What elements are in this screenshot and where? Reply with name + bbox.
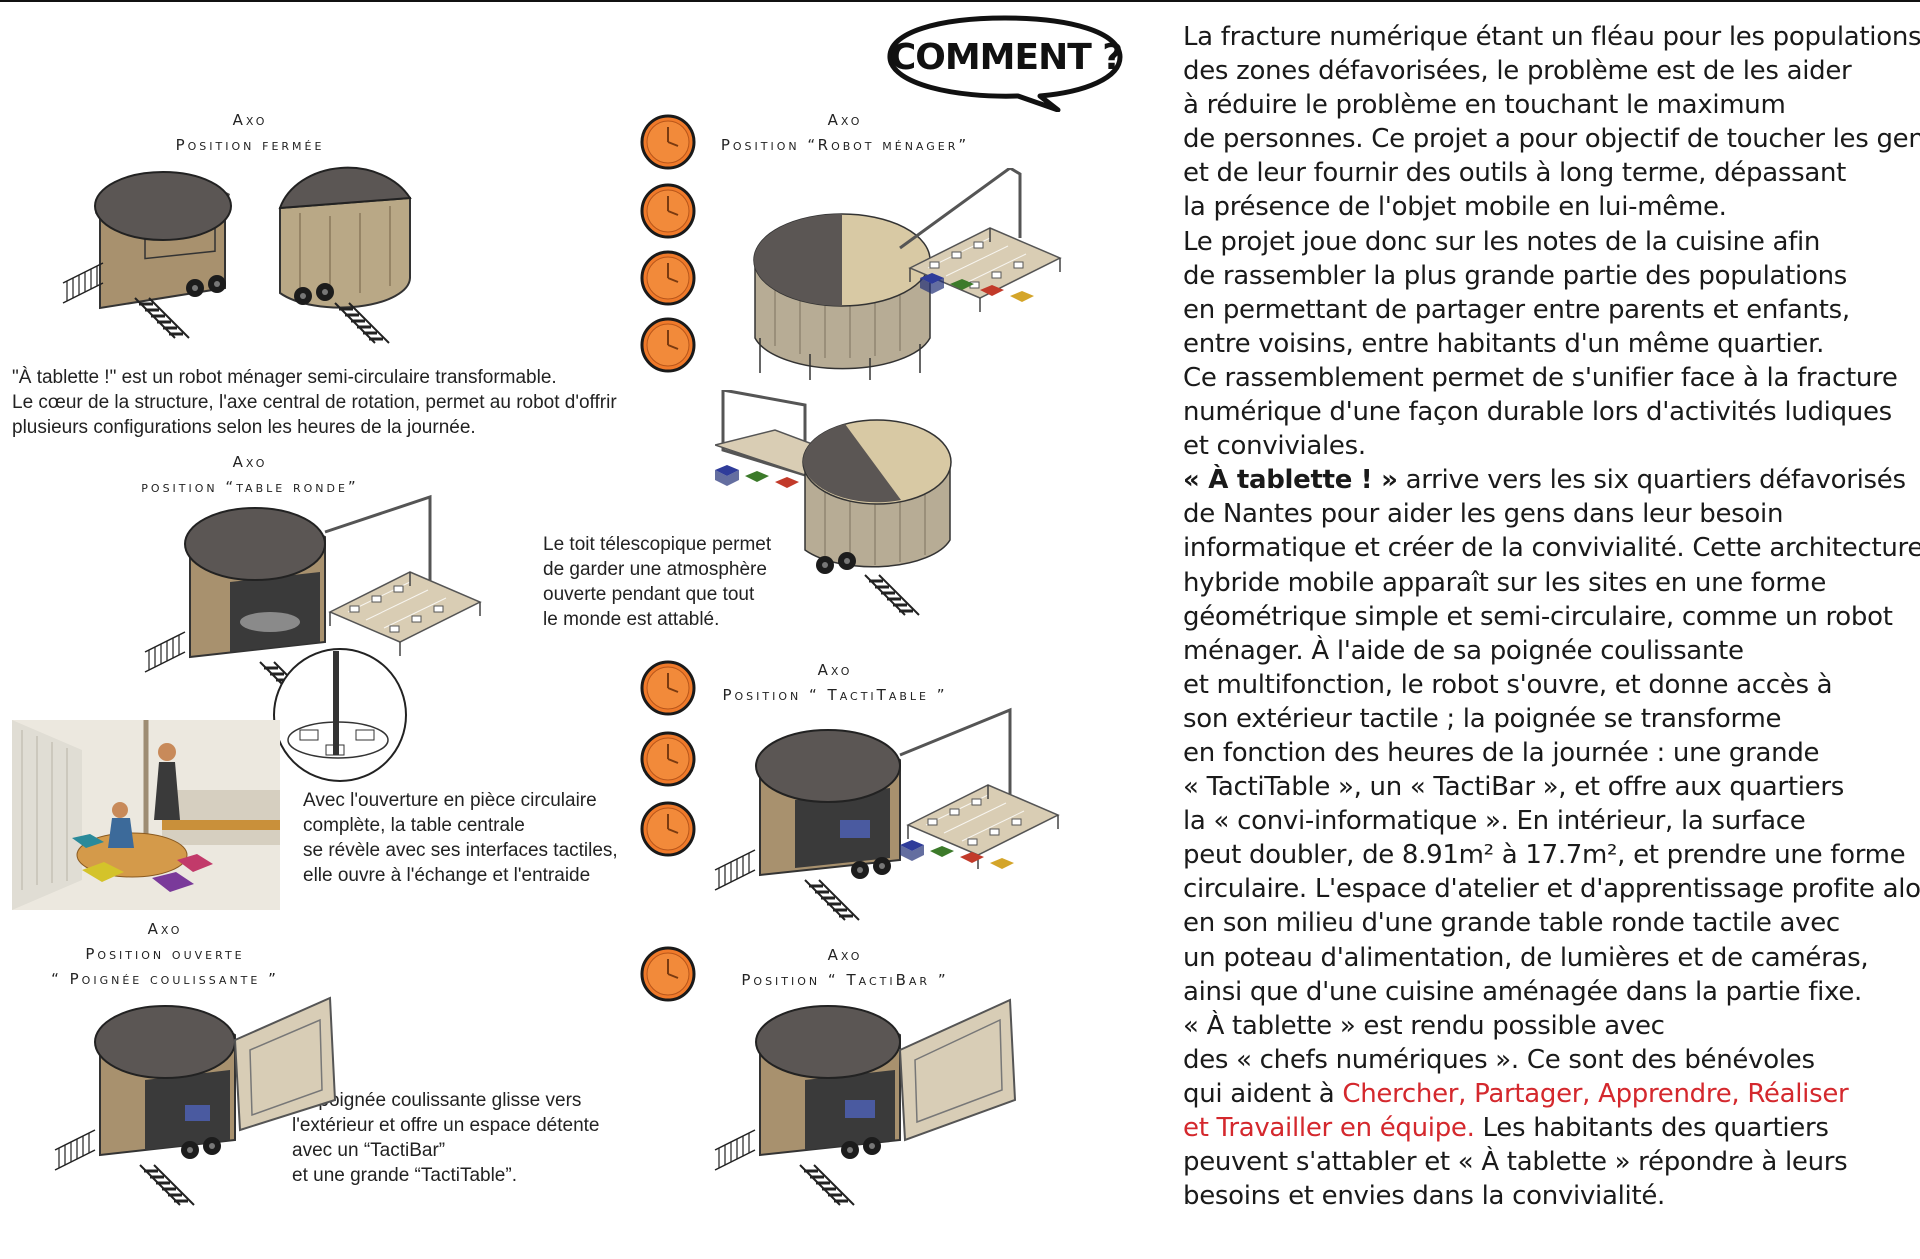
article-bold-lead: « À tablette ! »: [1183, 465, 1398, 496]
article-highlight: Chercher, Partager, Apprendre, Réaliser: [1342, 1078, 1849, 1109]
clock-icon: [640, 250, 696, 306]
drawing-open-handle-position: [54, 996, 337, 1207]
drawing-round-table-position: [144, 494, 481, 704]
clock-icon: [640, 801, 696, 857]
clock-icon: [640, 317, 696, 373]
drawing-tactibar-position: [714, 998, 1017, 1207]
top-border: [0, 0, 1920, 2]
clock-icon: [640, 114, 696, 170]
drawing-robot-position: [753, 168, 1061, 380]
comment-speech-bubble: COMMENT ?: [887, 15, 1123, 112]
drawing-closed-position: [62, 166, 412, 345]
clock-icon: [640, 946, 696, 1002]
drawing-roof-open-position: [715, 390, 952, 617]
clock-icon: [640, 731, 696, 787]
article-highlight: et Travailler en équipe.: [1183, 1113, 1475, 1143]
bubble-title: COMMENT ?: [890, 37, 1122, 78]
interior-sketch-image: [12, 720, 280, 910]
clock-icon: [640, 660, 696, 716]
drawing-tactitable-position: [714, 707, 1059, 922]
note-intro: "À tablette !" est un robot ménager semi…: [12, 367, 617, 438]
zoom-detail-circle: [273, 648, 407, 782]
article-text: La fracture numérique étant un fléau pou…: [1183, 22, 1920, 1212]
clock-icon: [640, 183, 696, 239]
note-circular: Avec l'ouverture en pièce circulaire com…: [303, 790, 618, 886]
